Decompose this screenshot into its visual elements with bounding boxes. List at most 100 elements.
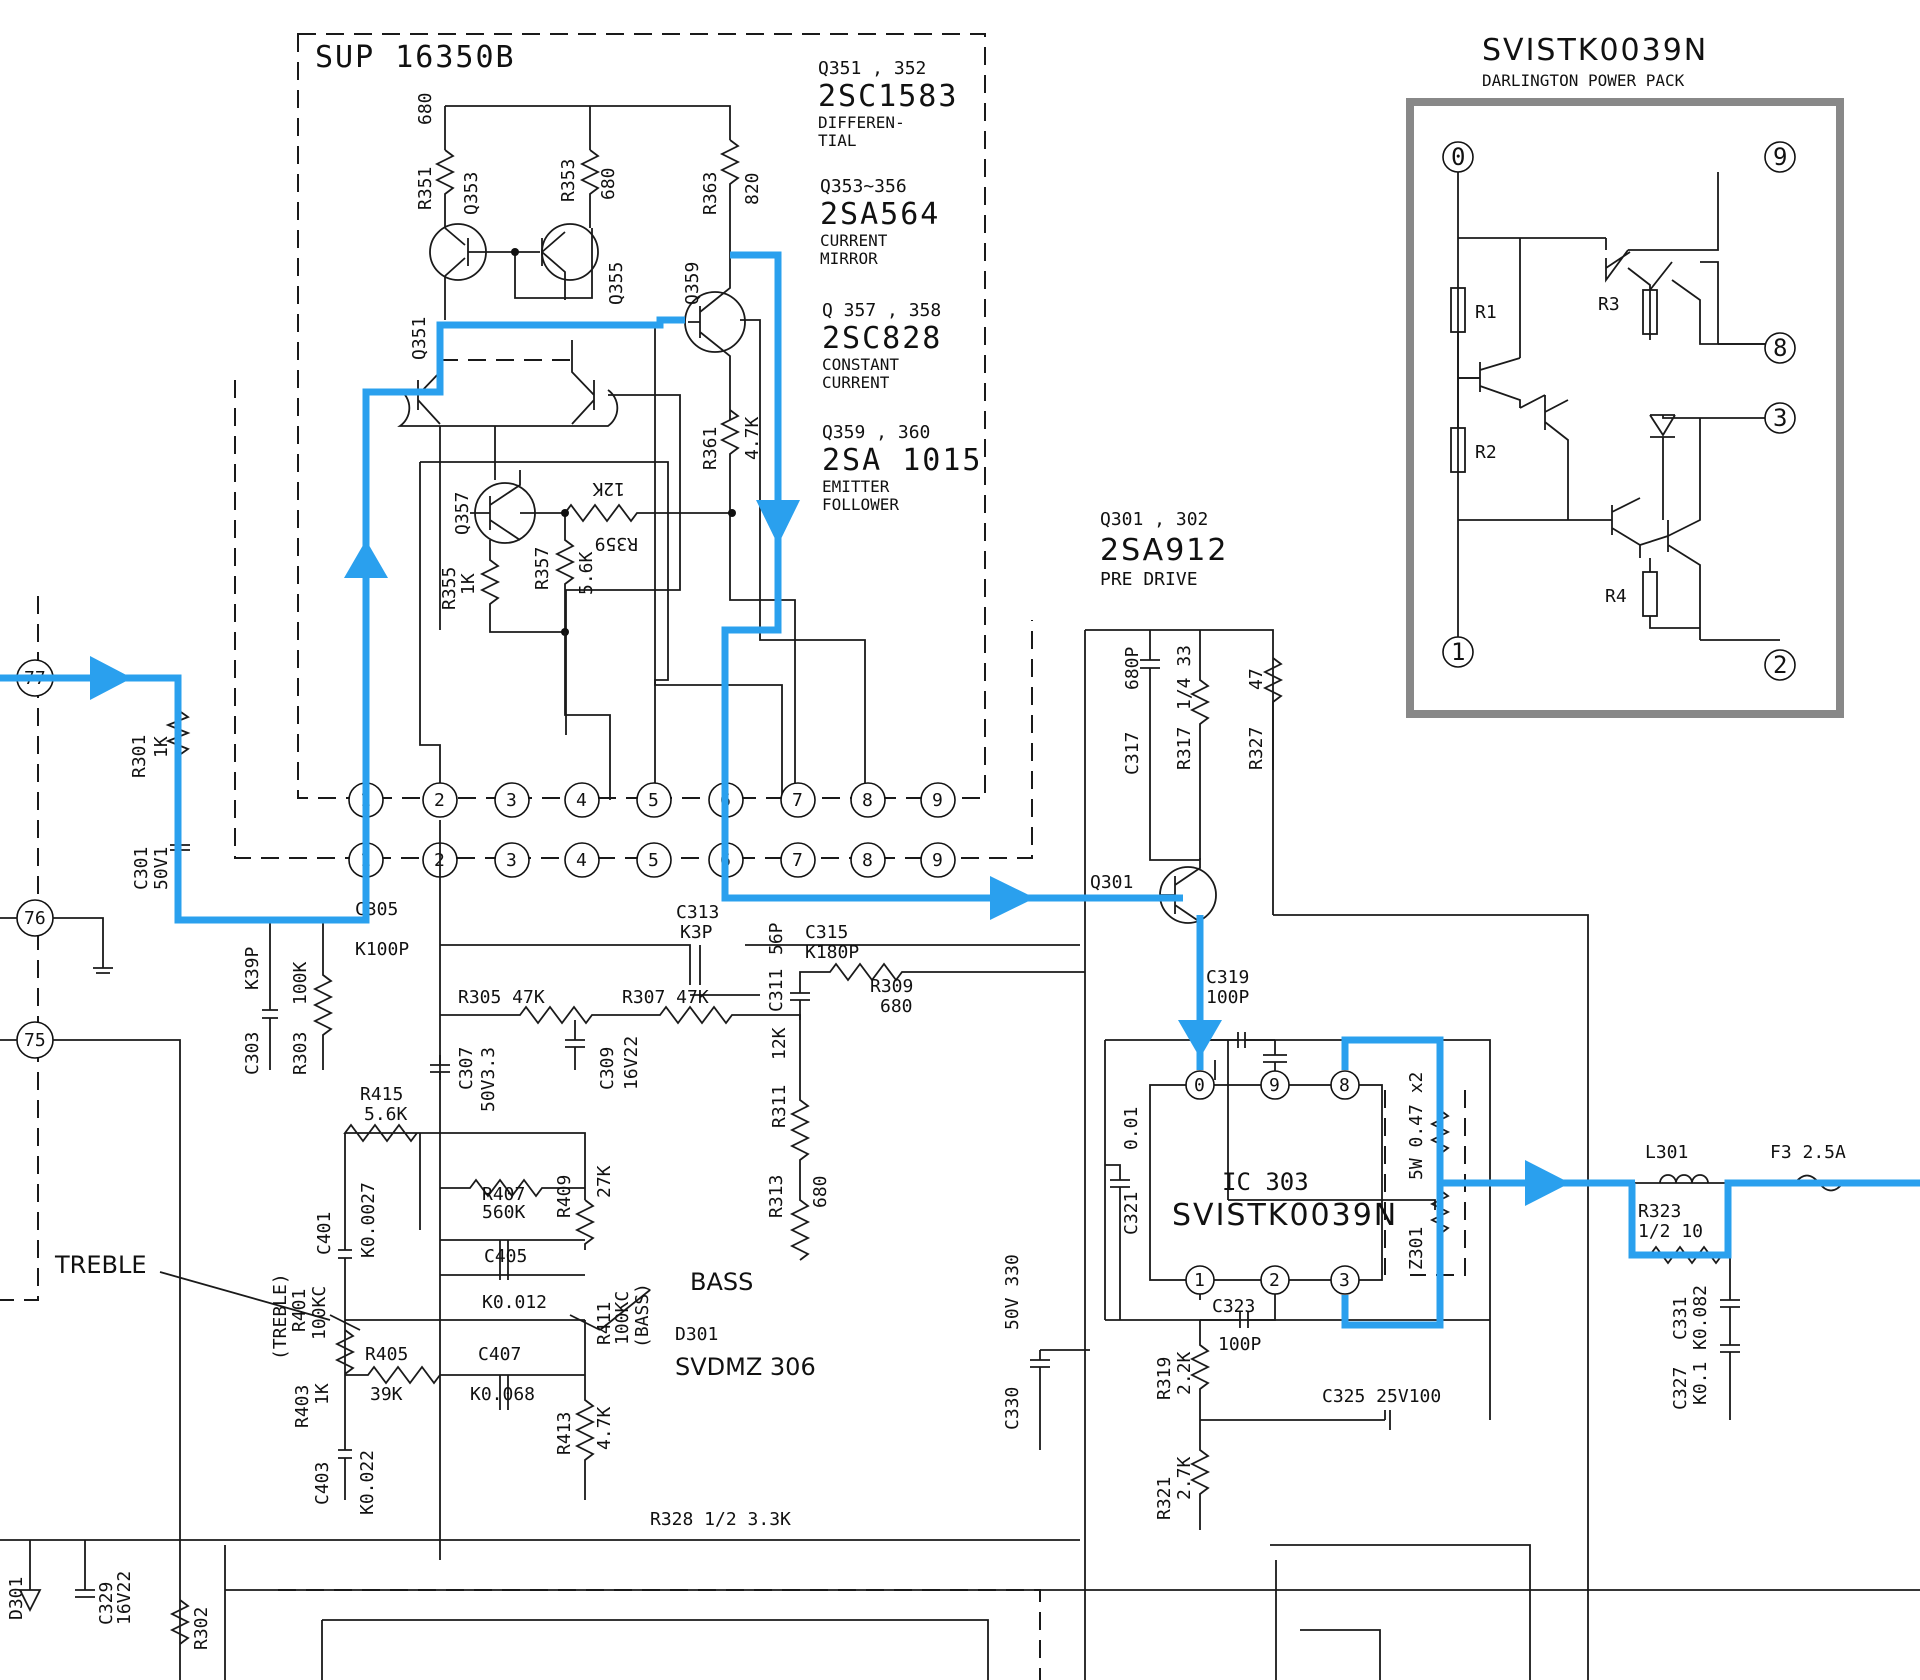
r317-value: 1/4 33 — [1174, 645, 1195, 710]
q351-label: Q351 — [409, 317, 430, 360]
svg-text:9: 9 — [1269, 1075, 1280, 1096]
c330-label: C330 — [1002, 1387, 1023, 1430]
module-pin: 4 — [564, 842, 600, 878]
predrive-role: PRE DRIVE — [1100, 569, 1198, 590]
inset-darlington: SVISTK0039N DARLINGTON POWER PACK R1 R2 … — [1406, 33, 1844, 718]
module-pin: 3 — [494, 782, 530, 818]
module-pin: 7 — [780, 842, 816, 878]
svg-text:2: 2 — [1269, 1270, 1280, 1291]
ic-pin: 0 — [1185, 1070, 1215, 1100]
module-pin: 3 — [494, 842, 530, 878]
inset-pin: 1 — [1442, 636, 1474, 668]
c321-value: 0.01 — [1121, 1107, 1142, 1150]
r309-label: R309 — [870, 976, 913, 997]
transistor-notes: Q351 , 352 2SC1583 DIFFEREN- TIAL Q353~3… — [818, 58, 983, 514]
flow-arrow — [90, 656, 132, 700]
c329-label: C329 — [96, 1582, 117, 1625]
c313-label: C313 — [676, 902, 719, 923]
note-role: DIFFEREN- — [818, 113, 905, 132]
svg-text:2: 2 — [1773, 651, 1787, 679]
r407-label: R407 — [482, 1184, 525, 1205]
svg-text:4: 4 — [576, 790, 587, 811]
r359-value: 12K — [592, 478, 625, 499]
r357-label: R357 — [532, 547, 553, 590]
c317-value: 680P — [1122, 646, 1143, 690]
note-ids: Q359 , 360 — [822, 422, 930, 443]
c323-value: 100P — [1218, 1334, 1262, 1355]
inset-frame — [1406, 98, 1844, 718]
r317-label: R317 — [1174, 727, 1195, 770]
note-part: 2SA 1015 — [822, 443, 983, 478]
svg-text:1: 1 — [1194, 1270, 1205, 1291]
module-pin: 2 — [422, 782, 458, 818]
note-role: CURRENT — [820, 231, 888, 250]
r311-label: R311 — [769, 1085, 790, 1128]
c307-value: 50V3.3 — [478, 1047, 499, 1112]
ic-pin: 9 — [1260, 1070, 1290, 1100]
svg-text:9: 9 — [932, 850, 943, 871]
c405-value: K0.012 — [482, 1292, 547, 1313]
note-ids: Q353~356 — [820, 176, 907, 197]
r323-value: 1/2 10 — [1638, 1221, 1703, 1242]
svg-text:1: 1 — [1451, 638, 1465, 666]
module-pin: 9 — [920, 842, 956, 878]
svg-text:0: 0 — [1194, 1075, 1205, 1096]
ic303-part: SVISTK0039N — [1172, 1198, 1398, 1233]
r411-label: (BASS) — [632, 1283, 653, 1348]
c311-label: C311 — [766, 969, 787, 1012]
svg-text:5: 5 — [648, 850, 659, 871]
module-pin: 8 — [850, 842, 886, 878]
r413-value: 4.7K — [594, 1406, 615, 1450]
svg-text:75: 75 — [24, 1030, 46, 1051]
svg-text:3: 3 — [1339, 1270, 1350, 1291]
c323-label: C323 — [1212, 1296, 1255, 1317]
r328-label: R328 1/2 3.3K — [650, 1509, 791, 1530]
d301-note-ref: D301 — [675, 1324, 718, 1345]
r311-value: 12K — [769, 1027, 790, 1060]
flow-arrow — [756, 500, 800, 545]
note-role: CURRENT — [822, 373, 890, 392]
c301-label: C301 — [131, 847, 152, 890]
signal-path — [0, 251, 1920, 1329]
f3-label: F3 2.5A — [1770, 1142, 1846, 1163]
c315-label: C315 — [805, 922, 848, 943]
note-role: TIAL — [818, 131, 857, 150]
r353-value: 680 — [598, 167, 619, 200]
q353-label: Q353 — [461, 172, 482, 215]
r409-label: R409 — [554, 1175, 575, 1218]
r363-value: 820 — [742, 172, 763, 205]
c319-value: 100P — [1206, 987, 1250, 1008]
r415-value: 5.6K — [364, 1104, 408, 1125]
inset-r3: R3 — [1598, 294, 1620, 315]
c303-value: K39P — [242, 946, 263, 990]
r305-label: R305 47K — [458, 987, 545, 1008]
r401-label: (TREBLE) — [270, 1273, 291, 1360]
svg-text:0: 0 — [1451, 143, 1465, 171]
module-pin: 5 — [636, 842, 672, 878]
r403-value: 1K — [312, 1383, 333, 1405]
note-role: CONSTANT — [822, 355, 899, 374]
r313-label: R313 — [766, 1175, 787, 1218]
r313-value: 680 — [810, 1175, 831, 1208]
c405-label: C405 — [484, 1246, 527, 1267]
c331-label: C331 — [1670, 1297, 1691, 1340]
svg-text:8: 8 — [1773, 334, 1787, 362]
r401-label: R401 — [289, 1289, 310, 1332]
svg-text:7: 7 — [792, 850, 803, 871]
predrive-ids: Q301 , 302 — [1100, 509, 1208, 530]
q301-label: Q301 — [1090, 872, 1133, 893]
flow-arrow — [1525, 1160, 1570, 1206]
svg-text:5: 5 — [648, 790, 659, 811]
r413-label: R413 — [554, 1412, 575, 1455]
r363-label: R363 — [700, 172, 721, 215]
svg-text:3: 3 — [506, 850, 517, 871]
r407-value: 560K — [482, 1202, 526, 1223]
svg-text:8: 8 — [1339, 1075, 1350, 1096]
note-part: 2SA564 — [820, 197, 940, 232]
inset-pin: 8 — [1764, 332, 1796, 364]
c327-value: K0.1 — [1690, 1362, 1711, 1405]
treble-label: TREBLE — [54, 1251, 147, 1279]
connector-76: 76 — [16, 899, 54, 937]
r327-value: 47 — [1246, 668, 1267, 690]
